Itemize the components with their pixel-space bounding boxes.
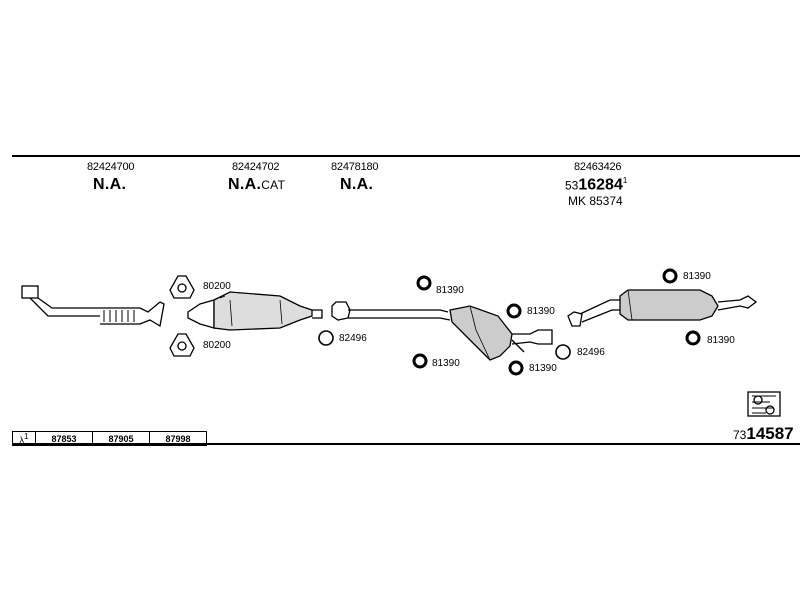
rubber-hanger-icon xyxy=(662,268,678,284)
mounting-kit: MK 85374 xyxy=(568,194,623,208)
silencer-icon xyxy=(449,305,553,361)
gasket-lower-label: 80200 xyxy=(203,340,231,351)
hanger-label-6: 81390 xyxy=(707,335,735,346)
diagram-reference: 7314587 xyxy=(733,424,794,443)
part-number-1: 82424700 xyxy=(87,161,135,173)
hanger-label-2: 81390 xyxy=(527,306,555,317)
ring-right-label: 82496 xyxy=(577,347,605,358)
lambda-cell-2: 87905 xyxy=(92,431,150,446)
lambda-sensor-table: λ1 87853 87905 87998 xyxy=(12,431,207,446)
status-3: N.A. xyxy=(340,176,374,193)
gasket-icon xyxy=(169,275,195,299)
status-2-suffix: CAT xyxy=(261,178,286,192)
spring-ring-icon xyxy=(318,330,334,346)
rubber-hanger-icon xyxy=(506,303,522,319)
lambda-cell-3: 87998 xyxy=(149,431,207,446)
part-number-2: 82424702 xyxy=(232,161,280,173)
rear-muffler-icon xyxy=(567,289,758,327)
rubber-hanger-icon xyxy=(508,360,524,376)
hanger-label-4: 81390 xyxy=(529,363,557,374)
lambda-cell-1: 87853 xyxy=(35,431,93,446)
ring-left-label: 82496 xyxy=(339,333,367,344)
hanger-label-5: 81390 xyxy=(683,271,711,282)
top-rule xyxy=(12,155,800,157)
manual-book-icon xyxy=(747,391,781,417)
catalytic-converter-icon xyxy=(187,291,323,331)
lambda-row: λ1 87853 87905 87998 xyxy=(12,431,207,446)
part-number-3: 82478180 xyxy=(331,161,379,173)
gasket-upper-label: 80200 xyxy=(203,281,231,292)
rubber-hanger-icon xyxy=(412,353,428,369)
hanger-label-3: 81390 xyxy=(432,358,460,369)
reference-number: 53162841 xyxy=(565,176,628,194)
status-1: N.A. xyxy=(93,176,127,193)
rubber-hanger-icon xyxy=(416,275,432,291)
hanger-label-1: 81390 xyxy=(436,285,464,296)
bottom-rule xyxy=(12,443,800,445)
lambda-symbol: λ1 xyxy=(12,431,36,446)
part-number-4: 82463426 xyxy=(574,161,622,173)
spring-ring-icon xyxy=(555,344,571,360)
status-2: N.A.CAT xyxy=(228,176,286,193)
rubber-hanger-icon xyxy=(685,330,701,346)
gasket-icon xyxy=(169,333,195,357)
exhaust-pipe-icon xyxy=(21,285,165,328)
intermediate-pipe-icon xyxy=(331,301,451,321)
